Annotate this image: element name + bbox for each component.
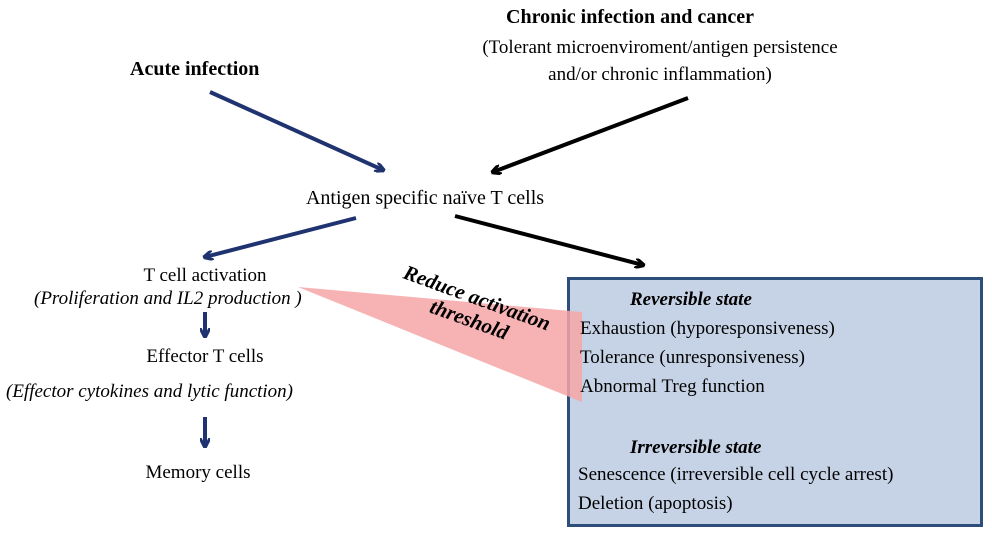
chronic-infection-detail-line1: (Tolerant microenviroment/antigen persis…: [482, 37, 838, 58]
arrow-chronic-to-naive: [493, 96, 689, 172]
memory-cells-label: Memory cells: [145, 462, 251, 483]
effector-t-cells-detail: (Effector cytokines and lytic function): [6, 381, 294, 402]
arrow-acute-to-naive: [209, 90, 383, 170]
reversible-state-title: Reversible state: [630, 289, 752, 310]
irreversible-item: Deletion (apoptosis): [578, 493, 733, 514]
arrow-naive-to-states: [454, 214, 643, 265]
arrow-naive-to-activation: [205, 216, 357, 257]
state-box: [567, 277, 983, 527]
effector-t-cells-label: Effector T cells: [146, 346, 264, 367]
reversible-item: Tolerance (unresponsiveness): [580, 347, 806, 368]
reversible-item: Abnormal Treg function: [580, 376, 765, 397]
irreversible-item: Senescence (irreversible cell cycle arre…: [578, 464, 894, 485]
chronic-infection-title: Chronic infection and cancer: [506, 6, 754, 28]
irreversible-state-title: Irreversible state: [630, 437, 762, 458]
chronic-infection-detail-line2: and/or chronic inflammation): [548, 64, 772, 85]
t-cell-activation-detail: (Proliferation and IL2 production ): [34, 288, 302, 309]
t-cell-activation-label: T cell activation: [143, 265, 267, 286]
reversible-item: Exhaustion (hyporesponsiveness): [580, 318, 835, 339]
acute-infection-label: Acute infection: [130, 58, 260, 80]
naive-t-cells-label: Antigen specific naïve T cells: [305, 187, 545, 209]
activation-threshold-wedge: [298, 287, 582, 402]
